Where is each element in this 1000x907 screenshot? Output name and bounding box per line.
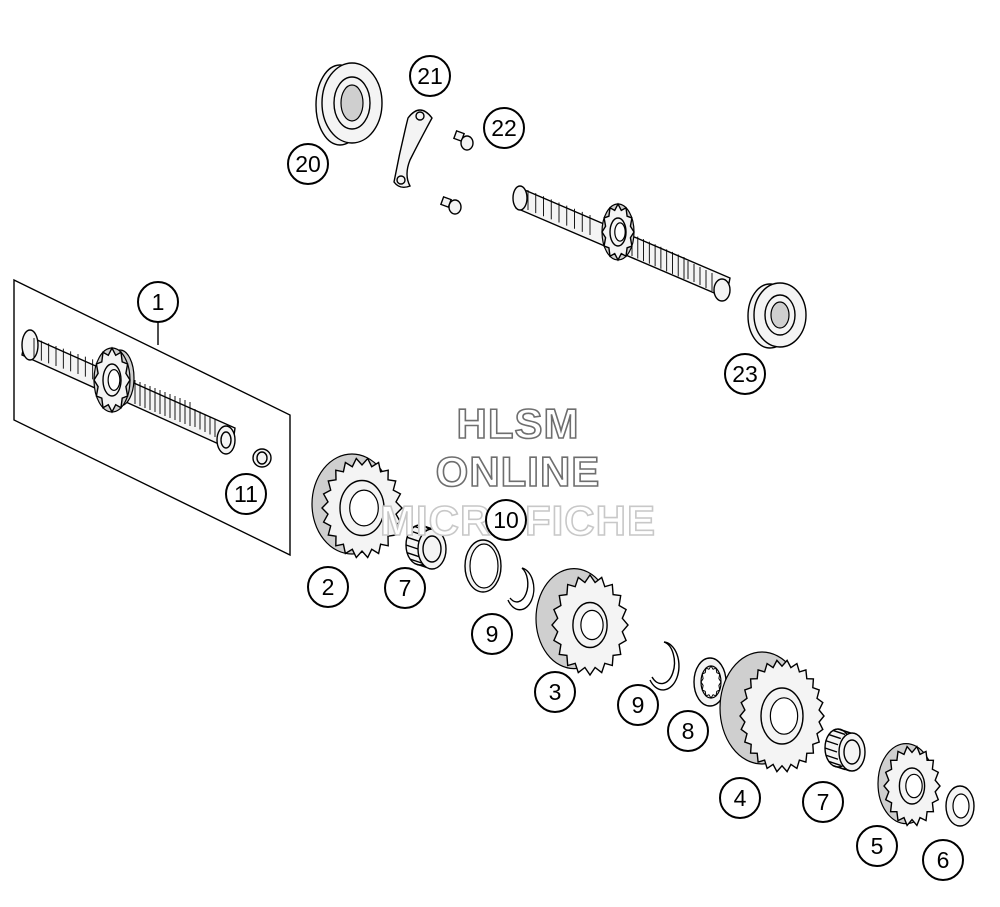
splined-washer-part-8 (693, 657, 727, 707)
main-shaft-part-1 (21, 329, 236, 455)
gear-part-3 (535, 567, 629, 677)
callout-4: 4 (719, 777, 761, 819)
part-1-group-frame (13, 278, 291, 557)
gear-part-5 (877, 742, 941, 827)
callout-9-right: 9 (617, 684, 659, 726)
callout-1: 1 (137, 281, 179, 323)
callout-9-left: 9 (471, 613, 513, 655)
washer-part-6 (945, 785, 975, 827)
callout-label: 22 (491, 115, 517, 141)
callout-label: 9 (486, 621, 499, 647)
callout-23: 23 (724, 353, 766, 395)
watermark-line-1: HLSM (457, 400, 580, 447)
callout-7-left: 7 (384, 567, 426, 609)
callout-22: 22 (483, 107, 525, 149)
bearing-part-20 (315, 62, 383, 146)
bearing-part-23 (747, 282, 807, 349)
callout-label: 6 (937, 847, 950, 873)
screw-part-22-upper (452, 129, 474, 151)
callout-8: 8 (667, 710, 709, 752)
callout-11: 11 (225, 473, 267, 515)
circlip-part-9-right (649, 641, 680, 691)
callout-20: 20 (287, 143, 329, 185)
gear-part-2 (311, 453, 403, 559)
countershaft (512, 185, 731, 302)
callout-3: 3 (534, 671, 576, 713)
callout-label: 23 (732, 361, 758, 387)
callout-label: 8 (682, 718, 695, 744)
callout-6: 6 (922, 839, 964, 881)
gear-part-4 (719, 651, 825, 773)
bracket-part-21 (393, 109, 433, 189)
screw-part-22-lower (439, 195, 462, 215)
callout-10: 10 (485, 499, 527, 541)
callout-label: 21 (417, 63, 443, 89)
ring-part-10 (464, 539, 502, 593)
watermark-line-2: ONLINE (436, 448, 601, 495)
callout-label: 3 (549, 679, 562, 705)
callout-label: 9 (632, 692, 645, 718)
needle-bearing-part-7-left (405, 524, 447, 570)
circlip-part-9-left (507, 567, 535, 611)
callout-label: 7 (817, 789, 830, 815)
callout-label: 2 (322, 574, 335, 600)
callout-5: 5 (856, 825, 898, 867)
callout-7-right: 7 (802, 781, 844, 823)
callout-2: 2 (307, 566, 349, 608)
callout-label: 20 (295, 151, 321, 177)
callout-label: 1 (152, 289, 165, 315)
callout-label: 4 (734, 785, 747, 811)
callout-label: 11 (234, 481, 258, 507)
callout-label: 10 (493, 507, 519, 533)
bushing-part-11 (252, 448, 272, 468)
callout-label: 7 (399, 575, 412, 601)
callout-label: 5 (871, 833, 884, 859)
needle-bearing-part-7-right (824, 728, 866, 772)
callout-21: 21 (409, 55, 451, 97)
